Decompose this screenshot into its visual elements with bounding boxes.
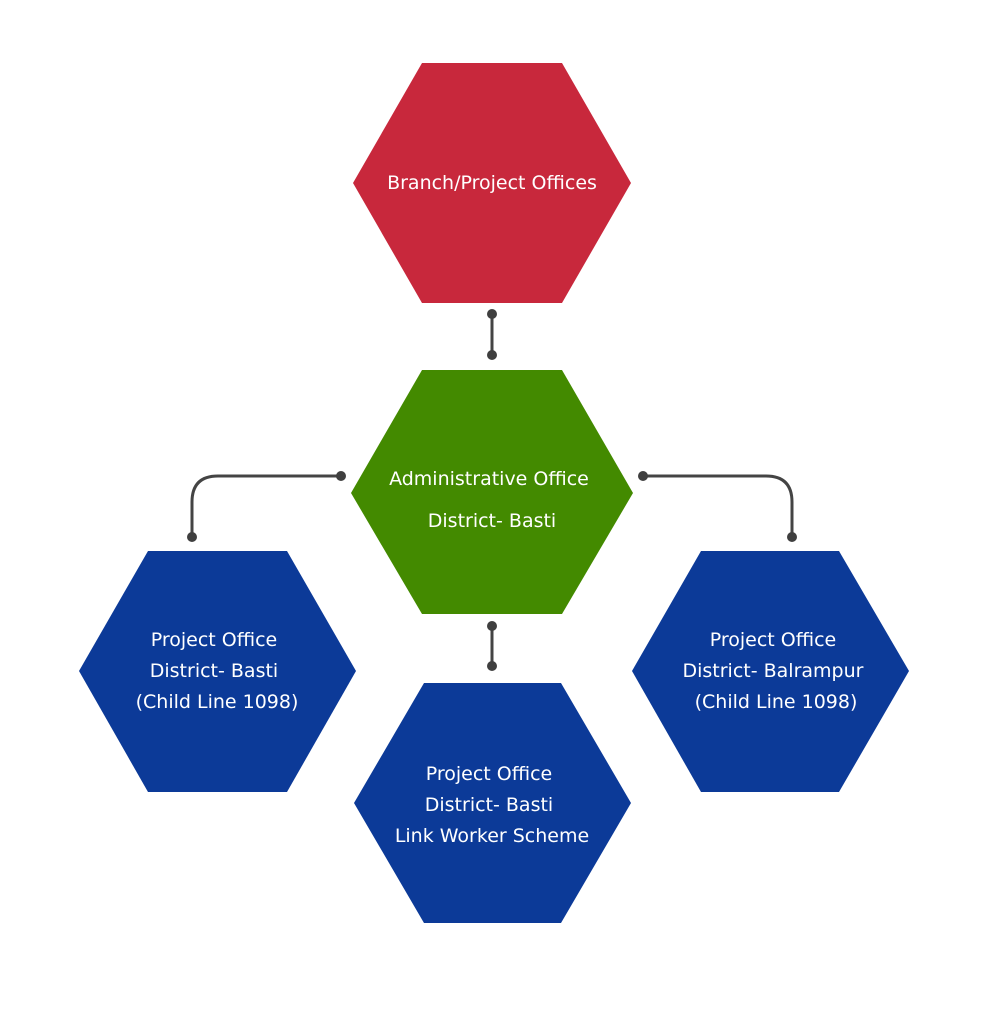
label-line: (Child Line 1098) [136, 691, 299, 713]
label-line: Branch/Project Offices [387, 172, 597, 194]
connector-admin-left [190, 474, 341, 537]
label-line: Link Worker Scheme [395, 825, 589, 847]
hexagon-project-right [632, 551, 909, 792]
connector-admin-right [643, 474, 794, 537]
hexagon-branch [353, 63, 631, 303]
hexagon-project-center [354, 683, 631, 923]
label-line: District- Basti [428, 510, 556, 532]
label-line: Project Office [426, 763, 553, 785]
label-line: Administrative Office [389, 468, 589, 490]
node-project-office-basti-childline: Project Office District- Basti (Child Li… [79, 551, 356, 792]
node-label: Project Office District- Basti Link Work… [395, 763, 589, 847]
label-line: (Child Line 1098) [695, 691, 858, 713]
connector-dot [187, 532, 197, 542]
node-branch-offices: Branch/Project Offices [353, 63, 631, 303]
connector-dot [336, 471, 346, 481]
node-label: Branch/Project Offices [387, 172, 597, 194]
hexagon-admin [351, 370, 633, 614]
label-line: District- Balrampur [682, 660, 863, 682]
node-label: Project Office District- Balrampur (Chil… [682, 629, 869, 713]
hexagon-project-left [79, 551, 356, 792]
connector-dot [638, 471, 648, 481]
connector-dot [487, 309, 497, 319]
node-label: Project Office District- Basti (Child Li… [136, 629, 299, 713]
label-line: District- Basti [150, 660, 278, 682]
node-project-office-balrampur-childline: Project Office District- Balrampur (Chil… [632, 551, 909, 792]
node-label: Administrative Office District- Basti [389, 468, 595, 532]
label-line: Project Office [151, 629, 278, 651]
label-line: District- Basti [425, 794, 553, 816]
connector-dot [487, 621, 497, 631]
connector-dot [787, 532, 797, 542]
connectors [187, 309, 797, 671]
label-line: Project Office [710, 629, 837, 651]
connector-dot [487, 350, 497, 360]
connector-dot [487, 661, 497, 671]
node-administrative-office: Administrative Office District- Basti [351, 370, 633, 614]
node-project-office-basti-linkworker: Project Office District- Basti Link Work… [354, 683, 631, 923]
